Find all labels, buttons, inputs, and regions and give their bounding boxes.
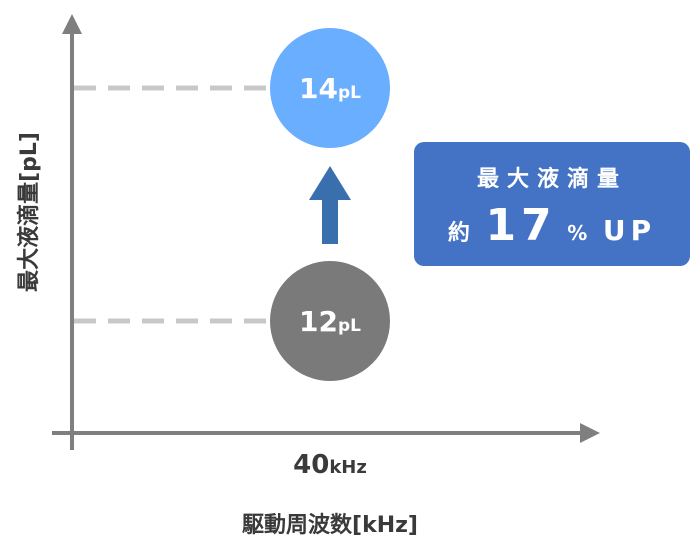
x-tick-label: 40kHz <box>293 450 367 480</box>
droplet-label-12: 12pL <box>299 305 361 338</box>
callout-box <box>414 142 690 266</box>
x-axis-title: 駆動周波数[kHz] <box>242 512 418 538</box>
callout-line-2: 約 17 % UP <box>448 200 656 251</box>
y-axis-title: 最大液滴量[pL] <box>16 132 42 292</box>
increase-arrow-shaft <box>322 198 338 244</box>
droplet-label-14: 14pL <box>299 72 361 105</box>
x-axis-arrowhead <box>580 423 600 443</box>
callout-line-1: 最大液滴量 <box>477 166 627 192</box>
y-axis-arrowhead <box>62 14 82 34</box>
droplet-circle-12 <box>270 261 390 381</box>
increase-arrow-head <box>309 166 351 200</box>
droplet-circle-14 <box>270 28 390 148</box>
